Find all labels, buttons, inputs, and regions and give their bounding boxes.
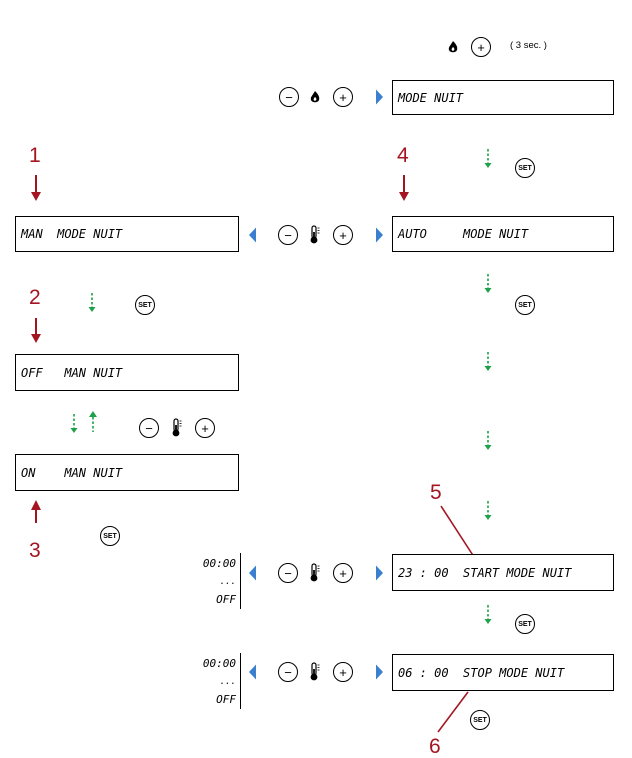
range-stop-mid: ...	[219, 677, 236, 687]
down-arrow-icon	[483, 604, 493, 625]
hold-duration-label: ( 3 sec. )	[510, 40, 547, 51]
set-button-label: SET	[518, 164, 532, 172]
range-stop-top: 00:00	[202, 657, 236, 670]
step-6-pointer	[437, 691, 469, 733]
plus-button[interactable]: +	[333, 662, 353, 682]
minus-button[interactable]: −	[279, 87, 299, 107]
lcd-text: AUTO MODE NUIT	[398, 227, 529, 241]
nav-triangle-right	[376, 227, 383, 243]
set-button[interactable]: SET	[515, 614, 535, 634]
nav-triangle-right	[376, 664, 383, 680]
lcd-display-off-man-nuit: OFF MAN NUIT	[15, 354, 239, 391]
step-number-5: 5	[430, 481, 442, 504]
minus-button-label: −	[284, 227, 292, 243]
minus-button[interactable]: −	[278, 225, 298, 245]
set-button-label: SET	[103, 532, 117, 540]
plus-button-label: +	[477, 39, 485, 55]
step-number-4: 4	[397, 144, 409, 167]
thermometer-icon	[172, 418, 183, 437]
set-button[interactable]: SET	[515, 295, 535, 315]
set-button-label: SET	[518, 620, 532, 628]
range-start-bar	[240, 553, 241, 609]
lcd-text: 06 : 00 STOP MODE NUIT	[398, 665, 565, 680]
minus-button-label: −	[284, 664, 292, 680]
range-stop-bottom: OFF	[216, 693, 236, 706]
minus-button[interactable]: −	[278, 662, 298, 682]
nav-triangle-right	[376, 89, 383, 105]
nav-triangle-left	[249, 664, 256, 680]
flame-icon	[310, 91, 320, 103]
plus-button[interactable]: +	[333, 563, 353, 583]
lcd-display-start-mode-nuit: 23 : 00 START MODE NUIT	[392, 554, 614, 591]
plus-button-label: +	[339, 565, 347, 581]
plus-button-label: +	[201, 420, 209, 436]
lcd-text: ON MAN NUIT	[21, 465, 123, 480]
step-4-arrow	[399, 175, 409, 201]
flame-icon	[448, 41, 458, 53]
down-arrow-icon	[483, 500, 493, 521]
range-start-bottom: OFF	[216, 593, 236, 606]
down-arrow-icon	[87, 292, 97, 313]
plus-button[interactable]: +	[471, 37, 491, 57]
down-arrow-icon	[69, 413, 79, 434]
minus-button-label: −	[145, 420, 153, 436]
step-5-pointer	[440, 505, 477, 561]
set-button-label: SET	[138, 301, 152, 309]
set-button[interactable]: SET	[515, 158, 535, 178]
down-arrow-icon	[483, 273, 493, 294]
lcd-text: MODE NUIT	[398, 90, 464, 105]
plus-button-label: +	[339, 664, 347, 680]
lcd-text: OFF MAN NUIT	[21, 365, 123, 380]
set-button[interactable]: SET	[135, 295, 155, 315]
lcd-display-auto-mode-nuit: AUTO MODE NUIT	[392, 216, 614, 252]
lcd-display-mode-nuit: MODE NUIT	[392, 80, 614, 115]
thermometer-icon	[310, 563, 321, 583]
lcd-display-man-mode-nuit: MAN MODE NUIT	[15, 216, 239, 252]
down-arrow-icon	[483, 148, 493, 169]
set-button[interactable]: SET	[470, 710, 490, 730]
minus-button-label: −	[284, 565, 292, 581]
thermometer-icon	[310, 662, 321, 682]
plus-button[interactable]: +	[333, 225, 353, 245]
lcd-text: MAN MODE NUIT	[21, 227, 123, 241]
set-button-label: SET	[473, 716, 487, 724]
up-arrow-icon	[89, 411, 97, 432]
plus-button[interactable]: +	[333, 87, 353, 107]
step-3-arrow	[31, 500, 41, 523]
plus-button[interactable]: +	[195, 418, 215, 438]
thermometer-icon	[310, 225, 321, 244]
set-button[interactable]: SET	[100, 526, 120, 546]
step-number-1: 1	[29, 144, 41, 167]
lcd-display-on-man-nuit: ON MAN NUIT	[15, 454, 239, 491]
nav-triangle-left	[249, 565, 256, 581]
step-1-arrow	[31, 175, 41, 201]
step-number-3: 3	[29, 539, 41, 562]
range-start-mid: ...	[219, 577, 236, 587]
down-arrow-icon	[483, 351, 493, 372]
plus-button-label: +	[339, 89, 347, 105]
range-stop-bar	[240, 653, 241, 709]
set-button-label: SET	[518, 301, 532, 309]
minus-button[interactable]: −	[139, 418, 159, 438]
lcd-text: 23 : 00 START MODE NUIT	[398, 565, 572, 580]
minus-button-label: −	[285, 89, 293, 105]
lcd-display-stop-mode-nuit: 06 : 00 STOP MODE NUIT	[392, 654, 614, 691]
minus-button[interactable]: −	[278, 563, 298, 583]
range-start-top: 00:00	[202, 557, 236, 570]
step-number-6: 6	[429, 735, 441, 758]
plus-button-label: +	[339, 227, 347, 243]
step-2-arrow	[31, 318, 41, 343]
nav-triangle-left	[249, 227, 256, 243]
nav-triangle-right	[376, 565, 383, 581]
down-arrow-icon	[483, 430, 493, 451]
step-number-2: 2	[29, 286, 41, 309]
